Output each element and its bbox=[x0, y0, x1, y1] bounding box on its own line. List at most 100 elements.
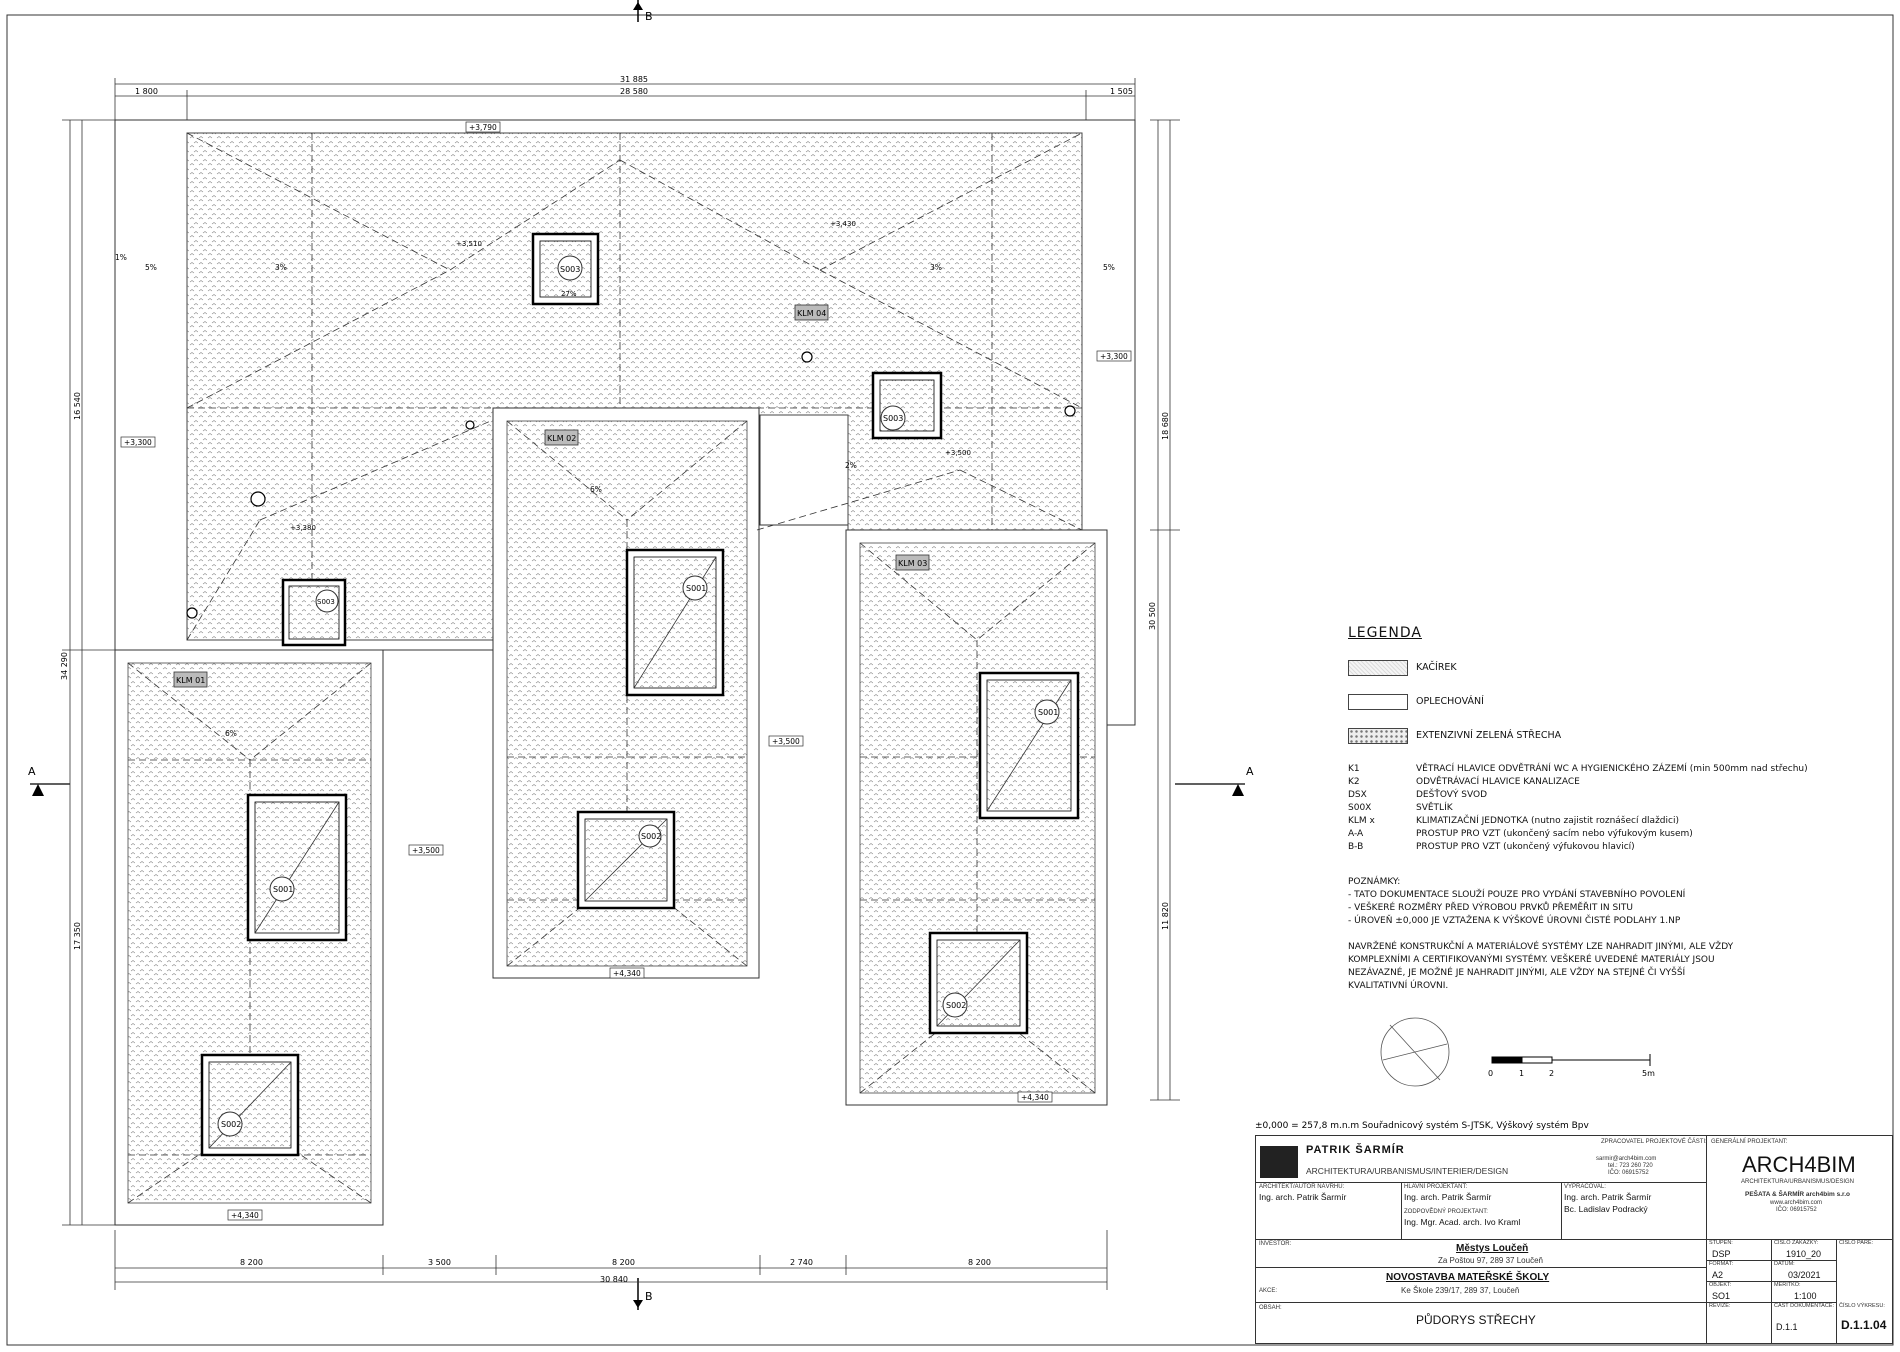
general-designer-sub: ARCHITEKTURA/URBANISMUS/DESIGN bbox=[1741, 1179, 1855, 1185]
main-designer-label: HLAVNÍ PROJEKTANT: bbox=[1404, 1184, 1468, 1190]
level-mid2: +3,500 bbox=[412, 846, 440, 855]
dim-bottom-3: 8 200 bbox=[612, 1258, 635, 1267]
swatch-oplechovani bbox=[1348, 694, 1408, 710]
klm01-label: KLM 01 bbox=[176, 676, 205, 685]
project-value: NOVOSTAVBA MATEŘSKÉ ŠKOLY bbox=[1386, 1272, 1550, 1283]
abbr-key: DSX bbox=[1348, 790, 1367, 800]
skylight-s002-right-label: S002 bbox=[946, 1001, 966, 1010]
scale-label-5m: 5m bbox=[1642, 1069, 1655, 1078]
dim-bottom-total: 30 840 bbox=[600, 1275, 628, 1284]
responsible-designer-value: Ing. Mgr. Acad. arch. Ivo Kraml bbox=[1404, 1217, 1521, 1227]
swatch-kacirek bbox=[1348, 660, 1408, 676]
note-line: - TATO DOKUMENTACE SLOUŽÍ POUZE PRO VYDÁ… bbox=[1348, 890, 1686, 900]
format-label: FORMÁT: bbox=[1709, 1261, 1734, 1267]
klm03-label: KLM 03 bbox=[898, 559, 927, 568]
abbr-key: A-A bbox=[1348, 829, 1364, 839]
level-l4: +3,380 bbox=[290, 524, 316, 532]
slope-f: 1% bbox=[115, 253, 127, 262]
klm04-label: KLM 04 bbox=[797, 309, 826, 318]
abbr-key: K2 bbox=[1348, 777, 1360, 787]
firm-subtitle: ARCHITEKTURA/URBANISMUS/INTERIER/DESIGN bbox=[1306, 1166, 1509, 1176]
drawing-number-value: D.1.1.04 bbox=[1841, 1318, 1887, 1332]
slope-b: 3% bbox=[930, 263, 942, 272]
object-value: SO1 bbox=[1712, 1291, 1731, 1301]
section-mark-a-right: A bbox=[1175, 765, 1254, 796]
skylight-s002-left-label: S002 bbox=[221, 1120, 241, 1129]
abbr-text: DEŠŤOVÝ SVOD bbox=[1416, 790, 1487, 800]
level-l3: +3,500 bbox=[945, 449, 971, 457]
stage-value: DSP bbox=[1712, 1249, 1731, 1259]
level-klm03-bottom: +4,340 bbox=[1021, 1093, 1049, 1102]
section-mark-a-left: A bbox=[28, 765, 70, 796]
klm02-label: KLM 02 bbox=[547, 434, 576, 443]
slope-c: 6% bbox=[225, 729, 237, 738]
responsible-designer-label: ZODPOVĚDNÝ PROJEKTANT: bbox=[1404, 1209, 1488, 1215]
skylight-s002-middle-label: S002 bbox=[641, 832, 661, 841]
dimensions-right bbox=[1150, 119, 1180, 1101]
skylight-s003-c-label: S003 bbox=[317, 598, 335, 606]
general-designer-label: GENERÁLNÍ PROJEKTANT: bbox=[1711, 1139, 1788, 1145]
abbr-row: K2 ODVĚTRÁVACÍ HLAVICE KANALIZACE bbox=[1348, 777, 1580, 787]
slope-right: 5% bbox=[1103, 263, 1115, 272]
swatch-zelena-strecha bbox=[1348, 728, 1408, 744]
paragraph-line: NAVRŽENÉ KONSTRUKČNÍ A MATERIÁLOVÉ SYSTÉ… bbox=[1348, 942, 1734, 952]
north-symbol bbox=[1380, 1017, 1450, 1087]
content-value: PŮDORYS STŘECHY bbox=[1416, 1313, 1536, 1327]
dim-right-lower: 11 820 bbox=[1161, 902, 1170, 930]
contact-ico: IČO: 06915752 bbox=[1608, 1170, 1649, 1176]
dim-top-total: 31 885 bbox=[620, 75, 648, 84]
skylight-s003-b-label: S003 bbox=[883, 414, 903, 423]
format-value: A2 bbox=[1712, 1270, 1724, 1280]
abbr-text: ODVĚTRÁVACÍ HLAVICE KANALIZACE bbox=[1416, 777, 1580, 787]
abbr-row: A-A PROSTUP PRO VZT (ukončený sacím nebo … bbox=[1348, 829, 1693, 839]
legend-zelena-strecha: EXTENZIVNÍ ZELENÁ STŘECHA bbox=[1416, 730, 1562, 741]
level-left: +3,300 bbox=[124, 438, 152, 447]
abbr-key: K1 bbox=[1348, 764, 1360, 774]
coordinate-note: ±0,000 = 257,8 m.n.m Souřadnicový systém… bbox=[1255, 1120, 1590, 1131]
skylight-s001-middle bbox=[625, 548, 725, 697]
dim-top-right: 1 505 bbox=[1110, 87, 1133, 96]
dimensions-top bbox=[114, 78, 1136, 125]
skylight-s001-middle-label: S001 bbox=[686, 584, 706, 593]
drawing-number-label: ČÍSLO VÝKRESU: bbox=[1839, 1303, 1885, 1309]
skylight-s001-right bbox=[978, 671, 1080, 820]
abbr-key: KLM x bbox=[1348, 816, 1375, 826]
abbr-key: S00X bbox=[1348, 803, 1372, 813]
dim-bottom-4: 2 740 bbox=[790, 1258, 813, 1267]
dim-left-overall: 34 290 bbox=[60, 652, 69, 680]
scale-label-2: 2 bbox=[1549, 1069, 1554, 1078]
abbr-row: K1 VĚTRACÍ HLAVICE ODVĚTRÁNÍ WC A HYGIENI… bbox=[1348, 764, 1808, 774]
abbr-text: VĚTRACÍ HLAVICE ODVĚTRÁNÍ WC A HYGIENICK… bbox=[1416, 764, 1808, 774]
legend-kacirek: KAČÍREK bbox=[1416, 662, 1457, 673]
note-line: - ÚROVEŇ ±0,000 JE VZTAŽENA K VÝŠKOVÉ ÚR… bbox=[1348, 916, 1681, 926]
section-mark-b-top: B bbox=[633, 0, 653, 23]
architect-label: ARCHITEKT/AUTOR NÁVRHU: bbox=[1259, 1184, 1345, 1190]
klm-units bbox=[173, 304, 930, 688]
level-klm02-bottom: +4,340 bbox=[613, 969, 641, 978]
skylight-s001-left-label: S001 bbox=[273, 885, 293, 894]
general-designer-web: www.arch4bim.com bbox=[1770, 1200, 1823, 1206]
level-right: +3,300 bbox=[1100, 352, 1128, 361]
drainage-lines bbox=[127, 132, 1096, 1204]
scale-value: 1:100 bbox=[1794, 1291, 1817, 1301]
drain-points bbox=[186, 351, 1076, 619]
project-label: AKCE: bbox=[1259, 1288, 1278, 1294]
general-designer-firm: PEŠATA & ŠARMÍR arch4bim s.r.o bbox=[1745, 1191, 1850, 1198]
sheet-frame bbox=[6, 14, 1894, 1346]
skylight-s001-left bbox=[246, 793, 348, 942]
abbr-text: PROSTUP PRO VZT (ukončený sacím nebo výf… bbox=[1416, 829, 1693, 839]
section-a-label-right: A bbox=[1246, 765, 1254, 778]
investor-address: Za Poštou 97, 289 37 Loučeň bbox=[1438, 1256, 1543, 1265]
skylight-s002-right bbox=[928, 931, 1029, 1035]
general-designer-ico: IČO: 06915752 bbox=[1776, 1207, 1817, 1213]
dim-bottom-1: 8 200 bbox=[240, 1258, 263, 1267]
skylight-s003-a-slope: 27% bbox=[561, 290, 577, 298]
level-top: +3,790 bbox=[469, 123, 497, 132]
project-address: Ke Škole 239/17, 289 37, Loučeň bbox=[1401, 1286, 1520, 1295]
order-number-label: ČÍSLO ZAKÁZKY: bbox=[1774, 1240, 1819, 1246]
section-b-label-bottom: B bbox=[645, 1290, 653, 1303]
scale-label-1: 1 bbox=[1519, 1069, 1524, 1078]
abbr-key: B-B bbox=[1348, 842, 1364, 852]
zpracovatel-label: ZPRACOVATEL PROJEKTOVÉ ČÁSTI: bbox=[1601, 1139, 1707, 1145]
